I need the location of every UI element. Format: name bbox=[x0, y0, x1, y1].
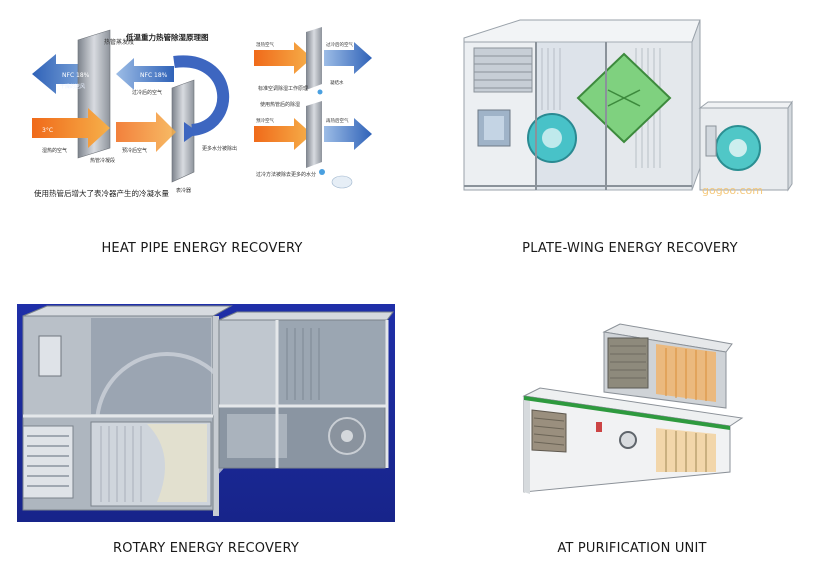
svg-text:3°C: 3°C bbox=[42, 127, 53, 134]
caption-purification: AT PURIFICATION UNIT bbox=[557, 541, 707, 556]
plate-wing-unit-image: gogoo.com bbox=[456, 18, 804, 200]
svg-text:使用热管后增大了表冷器产生的冷凝水量: 使用热管后增大了表冷器产生的冷凝水量 bbox=[34, 188, 169, 198]
svg-text:过冷后的空气: 过冷后的空气 bbox=[326, 41, 353, 48]
svg-text:更多水分被除出: 更多水分被除出 bbox=[202, 145, 237, 152]
svg-text:热管蒸发段: 热管蒸发段 bbox=[104, 38, 134, 46]
lower-section bbox=[22, 405, 386, 511]
svg-text:低温重力热管除湿原理图: 低温重力热管除湿原理图 bbox=[125, 32, 209, 42]
svg-text:预冷后空气: 预冷后空气 bbox=[122, 147, 147, 154]
svg-text:湿热的空气: 湿热的空气 bbox=[42, 147, 67, 154]
main-cabinet bbox=[463, 19, 701, 191]
caption-rotary: ROTARY ENERGY RECOVERY bbox=[112, 541, 300, 556]
lower-module bbox=[522, 387, 744, 494]
hot-air-arrow bbox=[32, 108, 110, 148]
caption-heat-pipe: HEAT PIPE ENERGY RECOVERY bbox=[101, 241, 303, 256]
svg-text:NFC 18%: NFC 18% bbox=[140, 72, 168, 79]
upper-module bbox=[602, 323, 733, 409]
right-diagrams: 湿热空气 过冷后的空气 标准空调除湿工作原理 凝结水 使用热管后的除湿 预冷空气… bbox=[254, 27, 372, 189]
curve-arrow bbox=[173, 55, 230, 136]
svg-text:过冷方法被除去更多的水分: 过冷方法被除去更多的水分 bbox=[256, 171, 316, 178]
svg-text:预冷空气: 预冷空气 bbox=[256, 117, 274, 124]
precool-arrow bbox=[116, 112, 176, 152]
svg-text:过冷后的空气: 过冷后的空气 bbox=[132, 89, 162, 96]
rotary-unit-image bbox=[17, 304, 395, 522]
return-arrow bbox=[116, 58, 174, 90]
frame-posts bbox=[23, 320, 389, 468]
coil-plate bbox=[171, 79, 195, 183]
svg-text:标准空调除湿工作原理: 标准空调除湿工作原理 bbox=[258, 85, 308, 92]
left-diagram: 热管蒸发段 低温重力热管除湿原理图 NFC 18% 干燥的送风 NFC 18% … bbox=[32, 29, 237, 198]
svg-text:表冷器: 表冷器 bbox=[176, 187, 191, 194]
purification-unit-image bbox=[516, 322, 748, 506]
side-cabinet bbox=[698, 100, 793, 192]
svg-text:湿热空气: 湿热空气 bbox=[256, 41, 274, 48]
svg-text:再热后空气: 再热后空气 bbox=[326, 117, 349, 124]
svg-text:NFC 18%: NFC 18% bbox=[62, 72, 90, 79]
svg-text:干燥的送风: 干燥的送风 bbox=[60, 83, 85, 90]
green-stripe bbox=[524, 396, 730, 430]
watermark: gogoo.com bbox=[702, 184, 763, 197]
svg-text:使用热管后的除湿: 使用热管后的除湿 bbox=[260, 101, 300, 108]
svg-text:凝结水: 凝结水 bbox=[330, 79, 344, 86]
caption-plate-wing: PLATE-WING ENERGY RECOVERY bbox=[522, 241, 738, 256]
svg-text:热管冷凝段: 热管冷凝段 bbox=[90, 157, 115, 164]
upper-section bbox=[22, 305, 394, 516]
heat-pipe-diagram: 热管蒸发段 低温重力热管除湿原理图 NFC 18% 干燥的送风 NFC 18% … bbox=[24, 26, 380, 200]
